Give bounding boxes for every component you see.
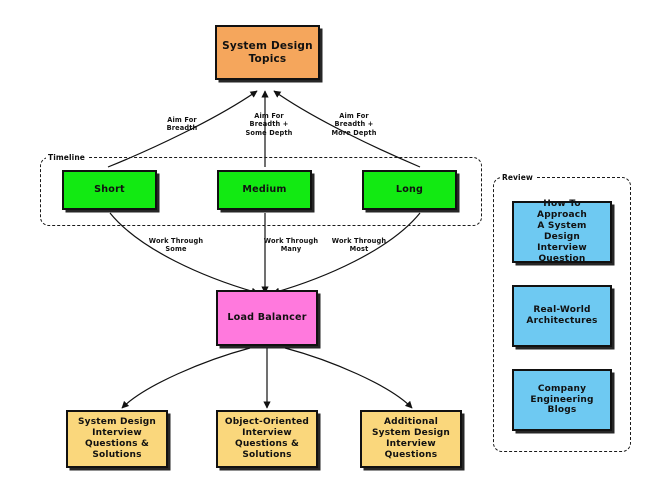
node-label: System Design Interview Questions & Solu… [77, 417, 157, 460]
node-label: Object-Oriented Interview Questions & So… [224, 417, 310, 460]
node-timeline-medium[interactable]: Medium [217, 170, 312, 210]
node-additional-system-design-interview-questions[interactable]: Additional System Design Interview Quest… [360, 410, 462, 468]
node-label: Short [94, 184, 125, 196]
node-system-design-interview-questions-solutions[interactable]: System Design Interview Questions & Solu… [66, 410, 168, 468]
node-how-to-approach-a-system-design-interview-question[interactable]: How To Approach A System Design Intervie… [512, 199, 612, 264]
cluster-timeline [40, 157, 482, 226]
edge-label-work-through-some: Work Through Some [148, 237, 204, 254]
node-real-world-architectures[interactable]: Real-World Architectures [512, 285, 612, 347]
cluster-timeline-label: Timeline [46, 153, 88, 162]
edge-label-aim-breadth-some-depth: Aim For Breadth + Some Depth [245, 112, 293, 137]
edge-hub-to-output-3 [284, 347, 413, 409]
node-label: Additional System Design Interview Quest… [371, 417, 451, 460]
node-company-engineering-blogs[interactable]: Company Engineering Blogs [512, 369, 612, 431]
node-label: Load Balancer [227, 312, 307, 324]
node-timeline-short[interactable]: Short [62, 170, 157, 210]
edge-label-aim-breadth-more-depth: Aim For Breadth + More Depth [331, 112, 377, 137]
cluster-review [493, 177, 631, 452]
node-label: Real-World Architectures [526, 305, 598, 326]
edge-long-to-root [273, 90, 421, 168]
edge-label-aim-breadth: Aim For Breadth [166, 116, 198, 133]
edge-label-work-through-most: Work Through Most [331, 237, 387, 254]
node-system-design-topics[interactable]: System Design Topics [215, 25, 320, 80]
node-label: Company Engineering Blogs [530, 383, 594, 416]
node-label: How To Approach A System Design Intervie… [537, 199, 587, 264]
node-timeline-long[interactable]: Long [362, 170, 457, 210]
cluster-review-label: Review [500, 173, 536, 182]
node-label: Medium [242, 184, 287, 196]
node-label: Long [395, 184, 424, 196]
edge-hub-to-output-1 [121, 347, 251, 409]
edge-label-work-through-many: Work Through Many [263, 237, 319, 254]
node-object-oriented-interview-questions-solutions[interactable]: Object-Oriented Interview Questions & So… [216, 410, 318, 468]
node-label: System Design Topics [222, 39, 313, 65]
node-load-balancer[interactable]: Load Balancer [216, 290, 318, 346]
edge-short-to-root [107, 90, 258, 168]
